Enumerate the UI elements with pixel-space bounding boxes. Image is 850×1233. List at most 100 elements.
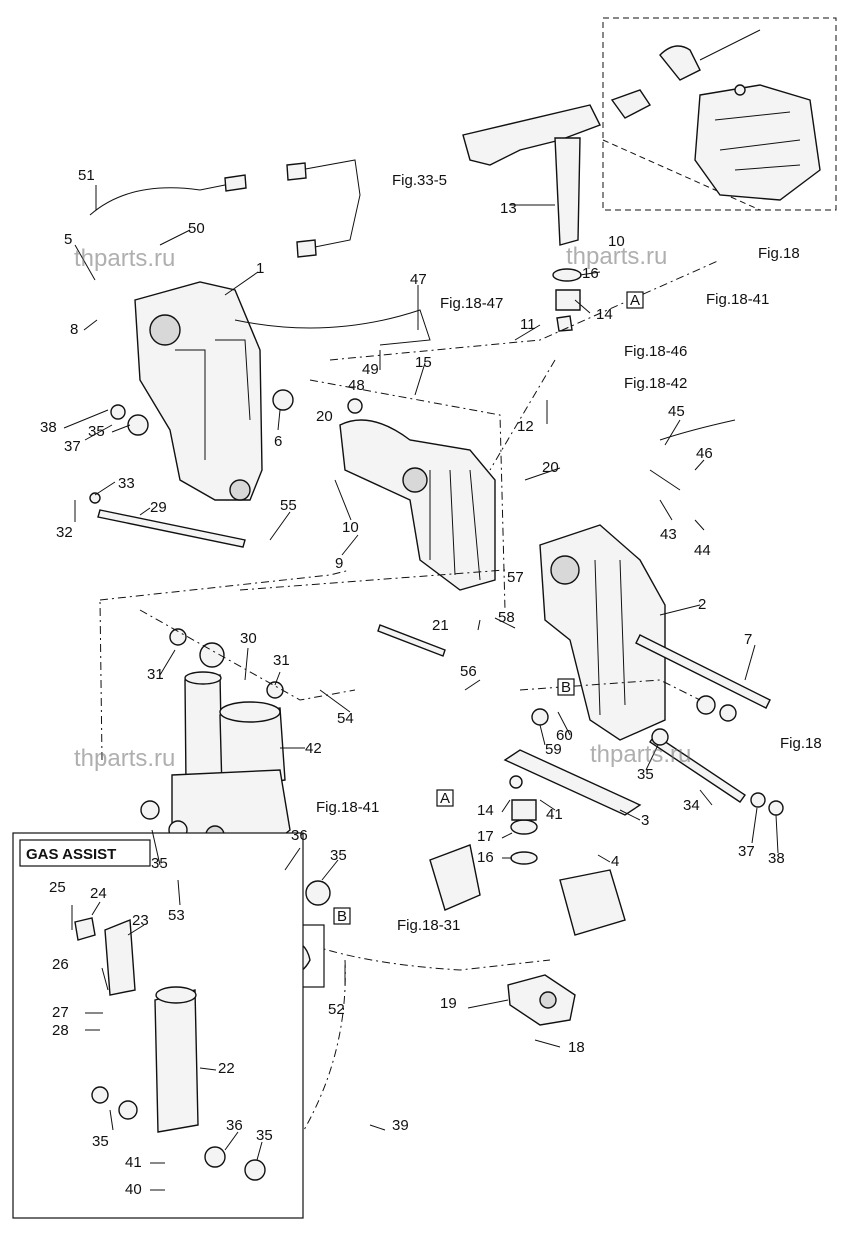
callout: 47	[410, 271, 427, 288]
callout: 36	[226, 1117, 243, 1134]
watermark-3: thparts.ru	[74, 745, 175, 772]
callout: 52	[328, 1001, 345, 1018]
callout: 36	[291, 827, 308, 844]
callout: 48	[348, 377, 365, 394]
callout: 26	[52, 956, 69, 973]
callout: 10	[608, 233, 625, 250]
clamp-bracket-left	[134, 281, 263, 501]
clamp-bracket-right	[539, 524, 666, 741]
ref-fig18-47: Fig.18-47	[440, 295, 503, 312]
callout: 14	[596, 306, 613, 323]
ref-fig18-42: Fig.18-42	[624, 375, 687, 392]
callout: 31	[273, 652, 290, 669]
tilt-tubes	[97, 509, 771, 803]
callout: 20	[542, 459, 559, 476]
callout: 30	[240, 630, 257, 647]
callout: 14	[477, 802, 494, 819]
callout: 44	[694, 542, 711, 559]
callout: 13	[500, 200, 517, 217]
callout: 35	[637, 766, 654, 783]
callout: 16	[582, 265, 599, 282]
ref-fig18-41-top: Fig.18-41	[706, 291, 769, 308]
callout: 49	[362, 361, 379, 378]
callout: 27	[52, 1004, 69, 1021]
callout: 2	[698, 596, 706, 613]
ref-fig18-31: Fig.18-31	[397, 917, 460, 934]
callout: 57	[507, 569, 524, 586]
callout: 15	[415, 354, 432, 371]
steering-shaft-assembly	[462, 104, 601, 332]
callout: 38	[40, 419, 57, 436]
callout: 55	[280, 497, 297, 514]
callout: 25	[49, 879, 66, 896]
callout: 5	[64, 231, 72, 248]
swivel-bracket	[339, 419, 496, 591]
callout: 41	[125, 1154, 142, 1171]
callout: 9	[335, 555, 343, 572]
watermark-1: thparts.ru	[74, 245, 175, 272]
ref-fig33-5: Fig.33-5	[392, 172, 447, 189]
marker-a-lower: A	[440, 790, 450, 807]
leader-lines	[63, 185, 779, 1191]
callout: 39	[392, 1117, 409, 1134]
watermarks: thparts.ru thparts.ru thparts.ru thparts…	[74, 243, 691, 772]
callout: 35	[330, 847, 347, 864]
callout: 6	[274, 433, 282, 450]
marker-a-top: A	[630, 292, 640, 309]
callout: 42	[305, 740, 322, 757]
callout: 46	[696, 445, 713, 462]
callout: 18	[568, 1039, 585, 1056]
callout: 22	[218, 1060, 235, 1077]
callout: 37	[64, 438, 81, 455]
callout: 34	[683, 797, 700, 814]
callout: 45	[668, 403, 685, 420]
ref-fig18-mid: Fig.18	[780, 735, 822, 752]
callout: 19	[440, 995, 457, 1012]
marker-boxes: A B A B	[333, 291, 644, 925]
callout: 20	[316, 408, 333, 425]
watermark-2: thparts.ru	[566, 243, 667, 270]
callout: 8	[70, 321, 78, 338]
callout: 58	[498, 609, 515, 626]
callout: 23	[132, 912, 149, 929]
ref-fig18-41-lower: Fig.18-41	[316, 799, 379, 816]
callout: 50	[188, 220, 205, 237]
callout: 10	[342, 519, 359, 536]
wire-harnesses	[89, 159, 736, 491]
callout: 53	[168, 907, 185, 924]
callout: 54	[337, 710, 354, 727]
callout: 43	[660, 526, 677, 543]
figure-references: Fig.33-5 Fig.18-41 Fig.18-47 Fig.18-46 F…	[316, 172, 822, 934]
callout: 38	[768, 850, 785, 867]
lower-brackets	[429, 749, 642, 1026]
callout: 51	[78, 167, 95, 184]
fig18-inset: Fig.18	[602, 17, 837, 262]
callout: 56	[460, 663, 477, 680]
callout: 35	[151, 855, 168, 872]
callout: 29	[150, 499, 167, 516]
fig18-top-label: Fig.18	[758, 245, 800, 262]
callout-labels: 51 50 5 1 8 47 49 48 15 11 38 37 35 6 20…	[40, 167, 785, 1198]
watermark-4: thparts.ru	[590, 741, 691, 768]
callout: 11	[520, 316, 536, 333]
callout: 24	[90, 885, 107, 902]
marker-b-mid: B	[561, 679, 571, 696]
ref-fig18-46: Fig.18-46	[624, 343, 687, 360]
callout: 37	[738, 843, 755, 860]
callout: 4	[611, 853, 619, 870]
gas-assist-title: GAS ASSIST	[26, 846, 116, 863]
callout: 40	[125, 1181, 142, 1198]
callout: 60	[556, 727, 573, 744]
callout: 12	[517, 418, 534, 435]
marker-b-lower: B	[337, 908, 347, 925]
callout: 3	[641, 812, 649, 829]
callout: 33	[118, 475, 135, 492]
callout: 1	[256, 260, 264, 277]
callout: 16	[477, 849, 494, 866]
callout: 35	[92, 1133, 109, 1150]
callout: 7	[744, 631, 752, 648]
callout: 32	[56, 524, 73, 541]
callout: 31	[147, 666, 164, 683]
gas-assist-inset: GAS ASSIST	[12, 832, 304, 1219]
